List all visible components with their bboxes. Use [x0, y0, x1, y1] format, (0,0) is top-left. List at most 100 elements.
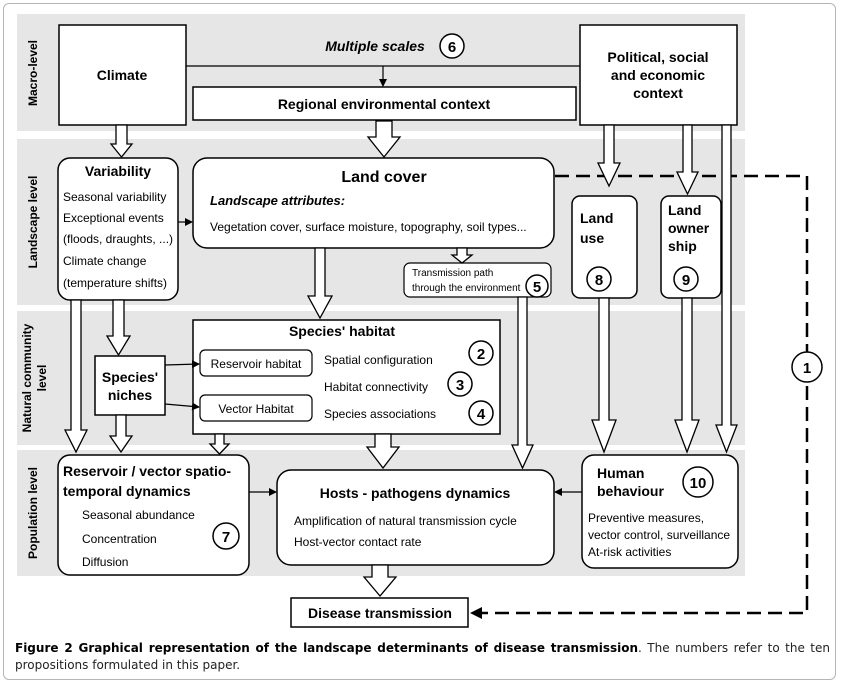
- variability-line-1: Seasonal variability: [63, 190, 166, 204]
- block-political-human: [715, 124, 738, 454]
- landscape-attributes-label: Landscape attributes:: [210, 193, 345, 208]
- human-line-2: vector control, surveillance: [588, 528, 730, 542]
- number-6-circle: [439, 33, 465, 59]
- vector-habitat-box: [199, 394, 313, 422]
- hosts-line-1: Amplification of natural transmission cy…: [294, 514, 517, 528]
- reservoir-line-3: Diffusion: [82, 555, 128, 569]
- number-7: 7: [222, 529, 230, 546]
- number-5: 5: [533, 279, 541, 296]
- species-niches-line-1: Species': [102, 369, 158, 385]
- hosts-pathogens-box: [276, 469, 555, 566]
- number-4: 4: [477, 406, 486, 423]
- block-transmission-hosts: [510, 296, 535, 470]
- reservoir-line-2: Concentration: [82, 532, 157, 546]
- variability-line-3: (floods, draughts, ...): [63, 232, 173, 246]
- species-habitat-title: Species' habitat: [289, 323, 395, 339]
- thin-arrows: [164, 218, 582, 496]
- number-9: 9: [682, 272, 690, 289]
- transmission-path-box: [403, 262, 552, 298]
- number-5-circle: [525, 274, 549, 298]
- number-10: 10: [690, 475, 707, 492]
- block-landcover-transmission: [450, 247, 474, 264]
- figure-caption: Figure 2 Graphical representation of the…: [15, 640, 830, 674]
- number-2: 2: [477, 346, 485, 363]
- variability-line-4: Climate change: [63, 254, 147, 268]
- species-niches-line-2: niches: [108, 387, 153, 403]
- block-variability-reservoir: [63, 299, 89, 454]
- variability-line-5: (temperature shifts): [63, 276, 167, 290]
- political-label-2: and economic: [611, 67, 705, 83]
- variability-line-2: Exceptional events: [63, 211, 164, 225]
- reservoir-line-1: Seasonal abundance: [82, 508, 195, 522]
- block-variability-niches: [105, 299, 132, 357]
- transmission-path-line-2: through the environment: [412, 283, 521, 294]
- block-regional-landcover: [366, 120, 402, 159]
- number-2-circle: [468, 340, 494, 366]
- caption-rest: . The numbers refer to the ten propositi…: [15, 641, 830, 672]
- block-hosts-disease: [362, 564, 398, 598]
- reservoir-dynamics-box: [57, 454, 250, 576]
- reservoir-dynamics-title-1: Reservoir / vector spatio-: [63, 463, 231, 479]
- block-political-ownership: [675, 124, 700, 196]
- block-habitat-reservoir: [208, 433, 231, 455]
- dashed-arrowhead: [470, 607, 482, 619]
- number-4-circle: [468, 400, 494, 426]
- regional-box: [192, 86, 577, 121]
- block-ownership-human: [674, 297, 700, 454]
- block-niches-reservoir: [108, 414, 134, 454]
- block-political-landuse: [596, 124, 622, 188]
- species-associations-label: Species associations: [324, 407, 436, 421]
- block-landcover-habitat: [306, 247, 334, 320]
- diagram: Macro-level Landscape level Natural comm…: [17, 14, 823, 628]
- variability-title: Variability: [85, 163, 151, 179]
- hosts-pathogens-title: Hosts - pathogens dynamics: [320, 485, 511, 501]
- climate-label: Climate: [97, 67, 148, 83]
- number-8: 8: [595, 272, 603, 289]
- number-3: 3: [456, 377, 464, 394]
- human-behaviour-title-1: Human: [597, 465, 644, 481]
- human-line-1: Preventive measures,: [588, 511, 704, 525]
- number-6: 6: [448, 39, 456, 56]
- disease-transmission-label: Disease transmission: [308, 605, 452, 621]
- political-box: [579, 24, 738, 126]
- block-landuse-human: [591, 297, 617, 454]
- regional-label: Regional environmental context: [278, 96, 491, 112]
- species-niches-box: [94, 355, 166, 416]
- number-8-circle: [586, 266, 612, 292]
- political-label-1: Political, social: [607, 49, 708, 65]
- label-community-level-1: Natural community: [20, 323, 34, 432]
- hosts-line-2: Host-vector contact rate: [294, 535, 422, 549]
- land-ownership-line-1: Land: [668, 202, 701, 218]
- number-1: 1: [803, 360, 811, 377]
- land-ownership-line-3: ship: [668, 238, 697, 254]
- land-cover-title: Land cover: [341, 169, 426, 186]
- spatial-configuration-label: Spatial configuration: [324, 353, 433, 367]
- label-population-level: Population level: [26, 467, 40, 559]
- transmission-path-line-1: Transmission path: [412, 268, 493, 279]
- vector-habitat-label: Vector Habitat: [218, 402, 294, 416]
- block-arrows: [63, 120, 738, 598]
- political-label-3: context: [633, 85, 683, 101]
- landscape-attributes-list: Vegetation cover, surface moisture, topo…: [210, 220, 527, 234]
- number-9-circle: [673, 266, 699, 292]
- human-line-3: At-risk activities: [588, 545, 671, 559]
- human-behaviour-title-2: behaviour: [597, 483, 664, 499]
- reservoir-dynamics-title-2: temporal dynamics: [63, 483, 191, 499]
- number-7-circle: [212, 522, 240, 550]
- land-ownership-line-2: owner: [668, 220, 710, 236]
- disease-transmission-box: [290, 597, 469, 628]
- block-climate-variability: [109, 124, 134, 159]
- caption-bold: Figure 2 Graphical representation of the…: [15, 641, 639, 655]
- block-habitat-hosts: [365, 433, 401, 470]
- label-community-level-2: level: [35, 365, 49, 392]
- reservoir-habitat-box: [199, 349, 313, 377]
- habitat-connectivity-label: Habitat connectivity: [324, 380, 428, 394]
- land-cover-box: [192, 157, 555, 249]
- number-1-circle: [791, 351, 823, 383]
- label-landscape-level: Landscape level: [26, 176, 40, 269]
- number-3-circle: [447, 371, 473, 397]
- label-macro-level: Macro-level: [26, 40, 40, 106]
- arrow-niches-reservoir-habitat: [164, 360, 200, 369]
- arrow-niches-vector-habitat: [164, 402, 200, 411]
- land-use-line-2: use: [580, 230, 604, 246]
